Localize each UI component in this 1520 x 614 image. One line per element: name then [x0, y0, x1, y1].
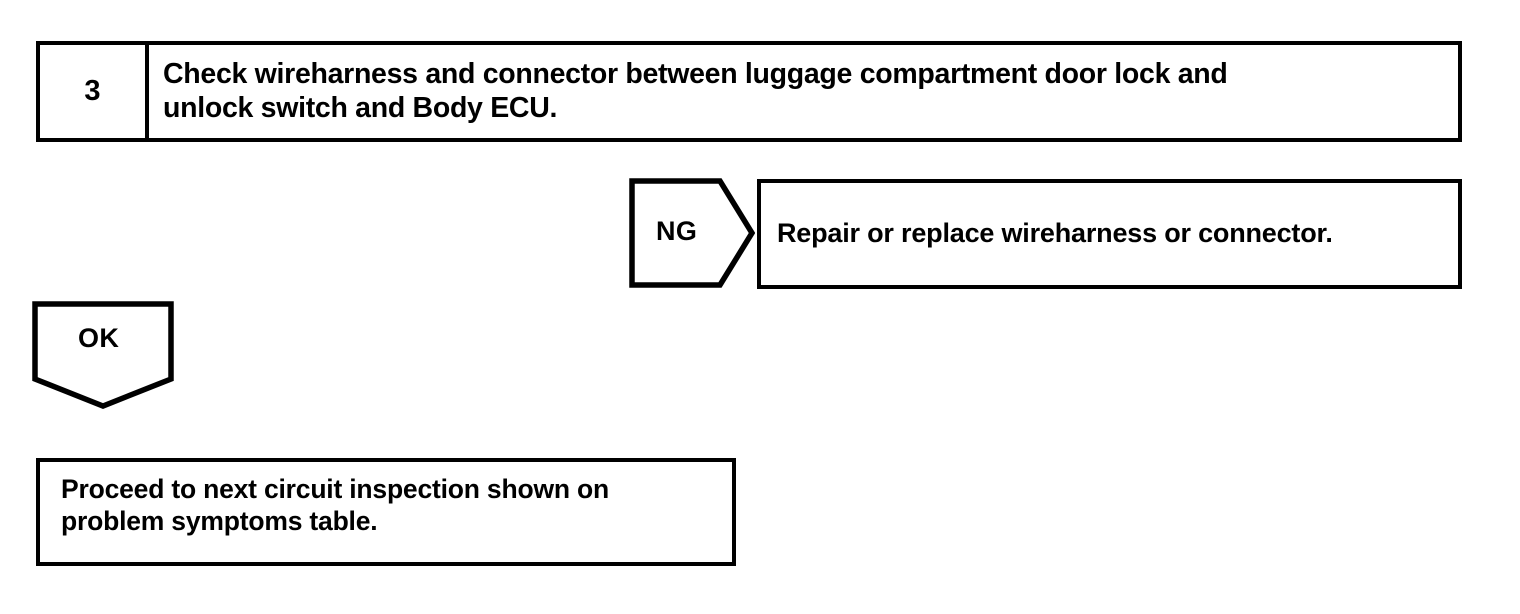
proceed-outcome-box: Proceed to next circuit inspection shown… [36, 458, 736, 566]
step-number: 3 [84, 75, 101, 107]
ok-branch-arrow [32, 301, 174, 409]
repair-outcome-box: Repair or replace wireharness or connect… [757, 179, 1462, 289]
step-instruction-cell: Check wireharness and connector between … [149, 45, 1458, 138]
proceed-outcome-text: Proceed to next circuit inspection shown… [61, 474, 609, 536]
step-number-cell: 3 [40, 45, 149, 138]
step-row: 3 Check wireharness and connector betwee… [36, 41, 1462, 142]
ng-branch-arrow [629, 178, 755, 288]
ok-branch-label: OK [78, 323, 120, 353]
step-instruction-text: Check wireharness and connector between … [163, 58, 1228, 124]
repair-outcome-text: Repair or replace wireharness or connect… [777, 218, 1333, 249]
ng-branch-label: NG [656, 216, 698, 246]
